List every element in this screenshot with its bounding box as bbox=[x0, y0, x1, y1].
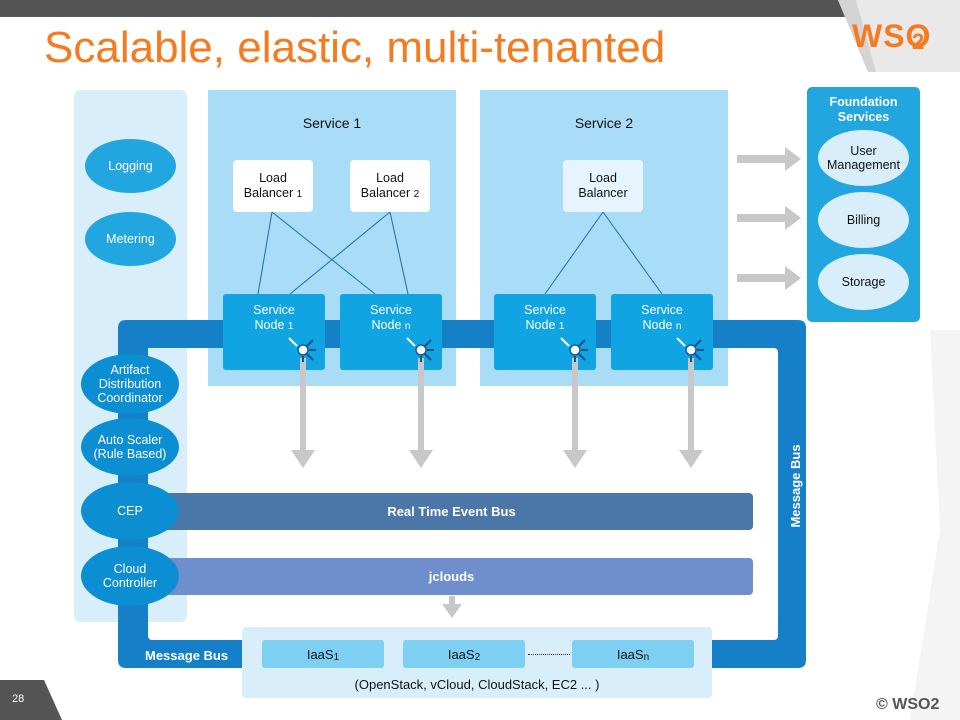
s1nn-line2: Node n bbox=[340, 318, 442, 334]
iaas2-label: IaaS bbox=[447, 646, 475, 662]
s1n1-line2: Node 1 bbox=[223, 318, 325, 334]
service2-title: Service 2 bbox=[574, 115, 634, 131]
wso2-logo: WSO bbox=[852, 18, 932, 54]
s2n1-line1: Service bbox=[524, 303, 566, 317]
logging-oval: Logging bbox=[85, 139, 176, 193]
iaas-dots bbox=[528, 654, 570, 655]
cloud-controller-oval: Cloud Controller bbox=[81, 546, 179, 606]
load-balancer-2: Load Balancer 2 bbox=[350, 160, 430, 212]
storage-oval: Storage bbox=[818, 254, 909, 310]
slide-title: Scalable, elastic, multi-tenanted bbox=[44, 23, 666, 72]
artifact-line1: Artifact bbox=[110, 363, 150, 377]
cep-oval: CEP bbox=[81, 482, 179, 540]
s2nn-line2: Node n bbox=[611, 318, 713, 334]
real-time-event-bus: Real Time Event Bus bbox=[150, 493, 753, 530]
iaas2-sub: 2 bbox=[474, 651, 481, 663]
connector-icon bbox=[560, 337, 589, 363]
autoscaler-line1: Auto Scaler bbox=[97, 433, 163, 447]
iaas-footnote: (OpenStack, vCloud, CloudStack, EC2 ... … bbox=[354, 677, 600, 692]
page-number: 28 bbox=[12, 693, 25, 705]
artifact-distribution-oval: Artifact Distribution Coordinator bbox=[81, 354, 179, 414]
top-bar bbox=[0, 0, 960, 17]
lb2-line2-text: Balancer bbox=[360, 185, 411, 200]
metering-oval: Metering bbox=[85, 212, 176, 266]
arrow-down-icon bbox=[679, 358, 703, 468]
cloud-line1: Cloud bbox=[113, 562, 147, 576]
s1n1-line1: Service bbox=[253, 303, 295, 317]
foundation-title: Foundation Services bbox=[807, 95, 920, 125]
service1-node-n: Service Node n bbox=[340, 294, 442, 370]
cloud-line2: Controller bbox=[102, 576, 158, 590]
message-bus-label-right: Message Bus bbox=[788, 444, 803, 528]
foundation-title-line1: Foundation bbox=[829, 95, 898, 109]
s2n1-sub: 1 bbox=[558, 321, 565, 332]
s1nn-line2-text: Node bbox=[371, 318, 402, 332]
logo-background bbox=[838, 0, 960, 72]
iaasn-sub: n bbox=[643, 651, 650, 663]
arrow-down-icon bbox=[563, 358, 587, 468]
iaas1-label: IaaS bbox=[306, 646, 334, 662]
lb2-line2: Balancer 2 bbox=[361, 186, 419, 202]
s2n1-line2: Node 1 bbox=[494, 318, 596, 334]
lb1-line1: Load bbox=[259, 170, 287, 185]
autoscaler-line2: (Rule Based) bbox=[93, 447, 167, 461]
service1-title: Service 1 bbox=[302, 115, 362, 131]
lb1-sub: 1 bbox=[296, 188, 303, 200]
s2n1-line2-text: Node bbox=[525, 318, 556, 332]
wso2-logo-sub: 2 bbox=[912, 29, 925, 54]
copyright: © WSO2 bbox=[876, 696, 940, 713]
auto-scaler-oval: Auto Scaler (Rule Based) bbox=[81, 418, 179, 476]
connector-icon bbox=[406, 337, 435, 363]
decorative-shape bbox=[910, 330, 960, 720]
s2-lb-line1: Load bbox=[589, 171, 617, 185]
load-balancer-1: Load Balancer 1 bbox=[233, 160, 313, 212]
s2nn-sub: n bbox=[675, 321, 682, 332]
message-bus-label-bottom: Message Bus bbox=[145, 648, 229, 663]
lb2-line1: Load bbox=[376, 170, 404, 185]
lb2-sub: 2 bbox=[413, 188, 420, 200]
s2-lb-line2: Balancer bbox=[578, 186, 628, 200]
service1-node-1: Service Node 1 bbox=[223, 294, 325, 370]
arrow-down-icon bbox=[291, 358, 315, 468]
service2-node-n: Service Node n bbox=[611, 294, 713, 370]
lb1-line2-text: Balancer bbox=[243, 185, 294, 200]
service2-load-balancer: Load Balancer bbox=[563, 160, 643, 212]
um-line2: Management bbox=[827, 158, 900, 172]
artifact-line3: Coordinator bbox=[97, 391, 163, 405]
billing-oval: Billing bbox=[818, 192, 909, 248]
s2nn-line1: Service bbox=[641, 303, 683, 317]
s1n1-line2-text: Node bbox=[254, 318, 285, 332]
user-management-oval: User Management bbox=[818, 130, 909, 186]
s2nn-line2-text: Node bbox=[642, 318, 673, 332]
connector-icon bbox=[288, 337, 317, 363]
service2-node-1: Service Node 1 bbox=[494, 294, 596, 370]
iaas1-sub: 1 bbox=[333, 651, 340, 663]
connector-icon bbox=[676, 337, 705, 363]
s1nn-sub: n bbox=[404, 321, 411, 332]
jclouds-bar: jclouds bbox=[150, 558, 753, 595]
artifact-line2: Distribution bbox=[98, 377, 162, 391]
foundation-title-line2: Services bbox=[837, 110, 890, 124]
s1n1-sub: 1 bbox=[287, 321, 294, 332]
arrow-down-icon bbox=[409, 358, 433, 468]
lb1-line2: Balancer 1 bbox=[244, 186, 302, 202]
um-line1: User bbox=[850, 144, 877, 158]
s1nn-line1: Service bbox=[370, 303, 412, 317]
iaasn-label: IaaS bbox=[616, 646, 644, 662]
page-number-background bbox=[0, 680, 62, 720]
